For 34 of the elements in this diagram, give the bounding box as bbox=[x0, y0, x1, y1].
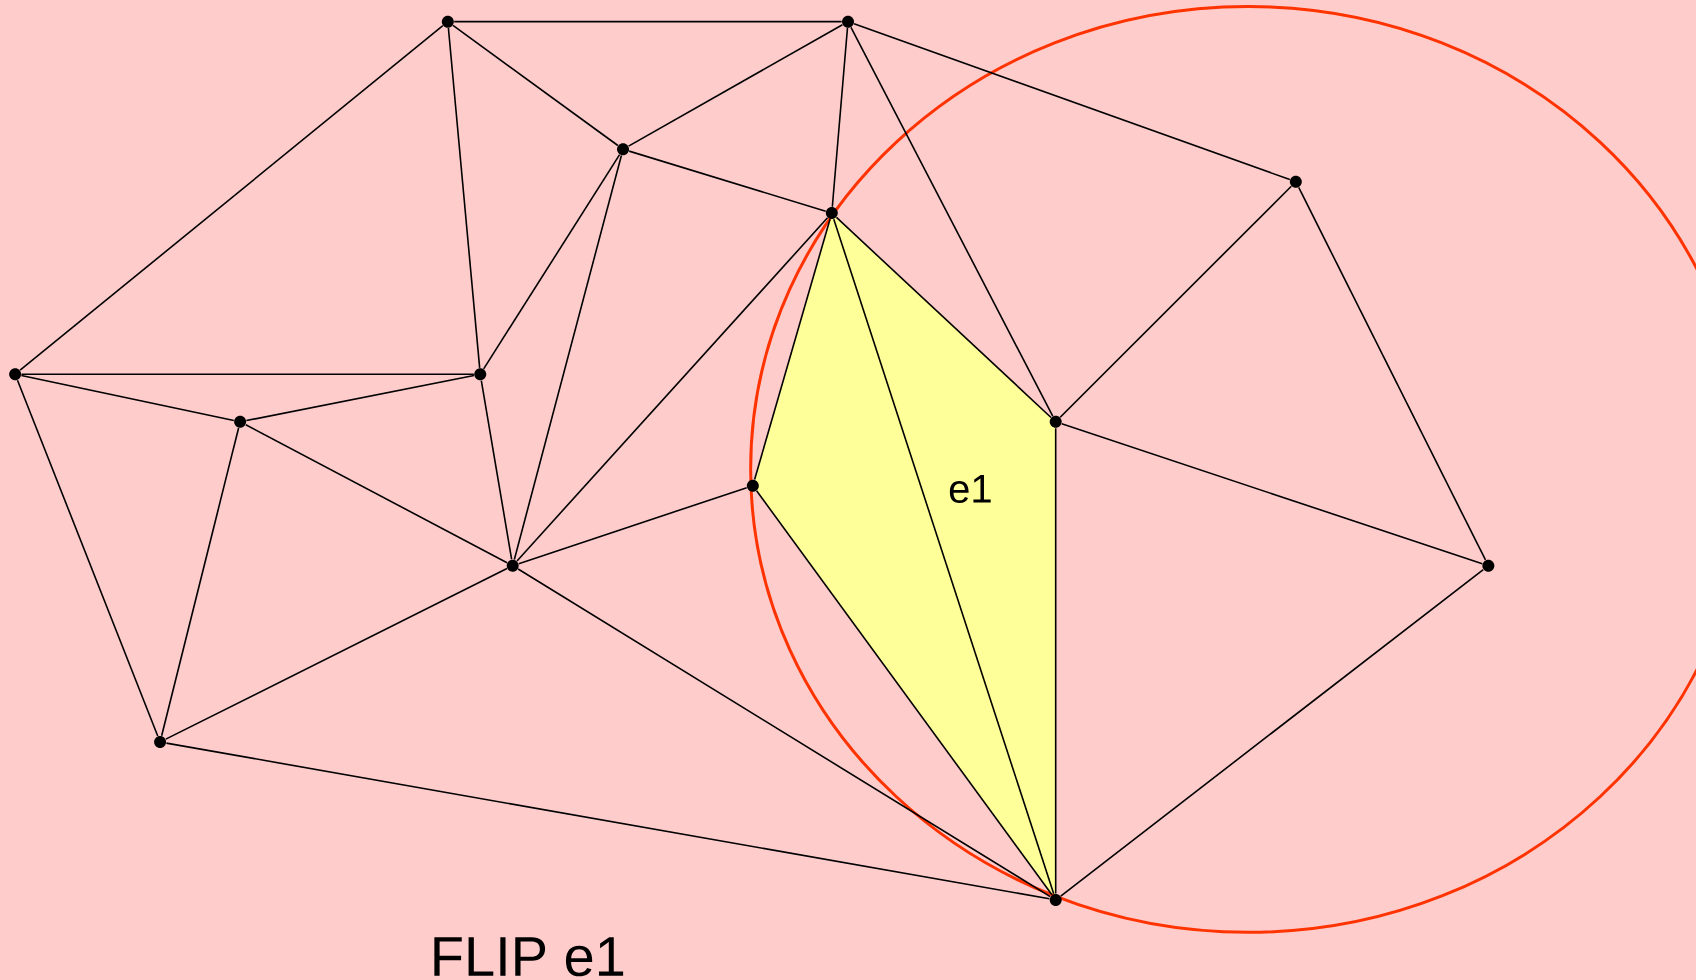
edge-line bbox=[16, 379, 159, 737]
edge-line bbox=[1060, 423, 1484, 565]
edge-line bbox=[1297, 186, 1487, 561]
edge-line bbox=[628, 150, 827, 212]
edge-line bbox=[452, 24, 619, 147]
edge-line bbox=[447, 27, 481, 369]
edge-label: e1 bbox=[949, 475, 991, 503]
edge-line bbox=[831, 27, 849, 208]
edge-line bbox=[853, 23, 1291, 181]
edge-line bbox=[518, 486, 748, 565]
edge-line bbox=[513, 154, 623, 561]
edge-line bbox=[832, 218, 1055, 895]
edge-line bbox=[1059, 568, 1485, 897]
edge-line bbox=[453, 20, 843, 23]
edge-line bbox=[850, 26, 1054, 417]
edge-line bbox=[835, 216, 1052, 419]
edge-line bbox=[20, 373, 475, 376]
edge-line bbox=[165, 742, 1051, 900]
edge-line bbox=[516, 217, 829, 562]
edge-line bbox=[482, 153, 621, 370]
edge-line bbox=[245, 424, 508, 564]
edge-line bbox=[755, 490, 1053, 896]
edge-line bbox=[480, 379, 513, 561]
edge-line bbox=[1059, 185, 1293, 419]
caption: FLIP e1 bbox=[434, 937, 624, 977]
edge-line bbox=[20, 374, 235, 422]
edge-line bbox=[160, 427, 240, 737]
edge-line bbox=[165, 567, 508, 740]
edge-line bbox=[19, 24, 444, 371]
edge-line bbox=[627, 24, 844, 147]
edge-line bbox=[753, 218, 831, 481]
edge-line bbox=[517, 568, 1052, 898]
edge-line bbox=[1054, 427, 1057, 895]
edge-line bbox=[245, 374, 475, 422]
